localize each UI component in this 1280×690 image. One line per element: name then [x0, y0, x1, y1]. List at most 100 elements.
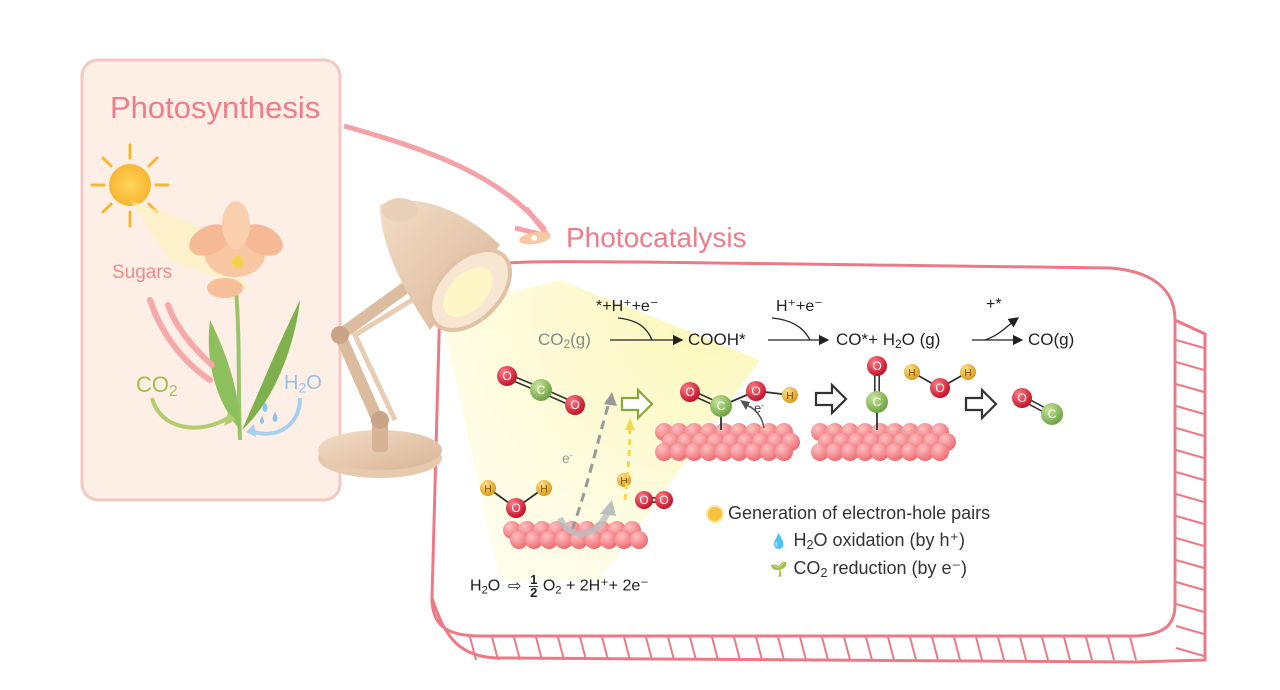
surface-atom [886, 443, 904, 461]
reaction-arrows [610, 317, 1024, 346]
svg-text:H: H [484, 484, 491, 495]
svg-text:O: O [685, 385, 694, 399]
legend: Generation of electron-hole pairs 💧 H2O … [708, 503, 990, 580]
svg-text:C: C [1048, 407, 1057, 421]
atom-h: H [480, 480, 496, 496]
legend-item-generation: Generation of electron-hole pairs [708, 503, 990, 524]
step1-reagents: *+H⁺+e⁻ [596, 298, 659, 315]
atom-h: H [960, 364, 976, 380]
photosynthesis-panel [80, 58, 342, 502]
sun-icon [90, 143, 170, 228]
co2-label: CO2 [136, 372, 178, 400]
surface-atom [555, 531, 573, 549]
atom-h: H [904, 364, 920, 380]
svg-text:O: O [872, 359, 881, 373]
electron-label-left: e- [562, 450, 573, 466]
catalyst-surfaces [503, 423, 956, 549]
surface-atom [685, 443, 703, 461]
atom-o: O [497, 366, 517, 386]
surface-atom [811, 443, 829, 461]
co-gas-label: CO(g) [1028, 330, 1075, 349]
atom-o: O [506, 498, 526, 518]
surface-atom [871, 443, 889, 461]
svg-text:H: H [908, 368, 915, 379]
svg-text:H: H [964, 368, 971, 379]
surface-atom [525, 531, 543, 549]
sun-icon [708, 506, 722, 521]
surface-atom [730, 443, 748, 461]
step3-reagents: +* [986, 296, 1002, 313]
atom-h: H [536, 480, 552, 496]
atom-c: C [710, 395, 732, 417]
svg-text:O: O [935, 381, 944, 395]
water-drop-icon: 💧 [770, 532, 788, 549]
step2-reagents: H⁺+e⁻ [776, 298, 823, 315]
atom-o: O [746, 381, 766, 401]
surface-atom [916, 443, 934, 461]
surface-atom [856, 443, 874, 461]
surface-atom [540, 531, 558, 549]
electron-transfer-arrows [557, 392, 765, 537]
surface-atom [700, 443, 718, 461]
atom-o: O [635, 491, 653, 509]
surface-atom [715, 443, 733, 461]
atom-c: C [866, 391, 888, 413]
surface-atom [901, 443, 919, 461]
surface-atom [745, 443, 763, 461]
svg-text:O: O [659, 493, 668, 507]
flower-icon [189, 201, 300, 441]
surface-atom [931, 443, 949, 461]
electron-label-middle: e- [754, 400, 765, 416]
co-star-label: CO*+ H2O (g) [836, 330, 941, 351]
svg-text:H: H [540, 484, 547, 495]
sugar-arrows [147, 297, 215, 383]
atom-o: O [680, 382, 700, 402]
photosynthesis-title: Photosynthesis [110, 90, 321, 125]
svg-text:O: O [502, 369, 511, 383]
atom-o: O [1012, 388, 1032, 408]
surface-atom [775, 443, 793, 461]
water-drop-icons [260, 402, 278, 424]
atom-o: O [930, 378, 950, 398]
svg-text:C: C [537, 383, 546, 397]
surface-atom [760, 443, 778, 461]
svg-text:O: O [1017, 391, 1026, 405]
sugars-label: Sugars [112, 262, 173, 283]
atom-o: O [565, 395, 585, 415]
svg-text:O: O [751, 384, 760, 398]
atom-o: O [655, 491, 673, 509]
surface-atom [670, 443, 688, 461]
h2o-label: H2O [284, 372, 322, 396]
surface-atom [655, 443, 673, 461]
atom-o: O [867, 356, 887, 376]
photocatalysis-title: Photocatalysis [566, 222, 747, 253]
surface-atom [841, 443, 859, 461]
svg-text:O: O [639, 493, 648, 507]
svg-text:C: C [873, 395, 882, 409]
surface-atom [585, 531, 603, 549]
legend-item-reduction: 🌱 CO2 reduction (by e⁻) [770, 558, 968, 581]
surface-atom [600, 531, 618, 549]
svg-text:O: O [511, 501, 520, 515]
step-arrows [620, 382, 998, 421]
cooh-label: COOH* [688, 330, 746, 349]
svg-text:H: H [786, 391, 793, 402]
svg-text:C: C [717, 399, 726, 413]
surface-atom [826, 443, 844, 461]
co2-gas-label: CO2(g) [538, 330, 591, 351]
surface-atom [510, 531, 528, 549]
legend-item-oxidation: 💧 H2O oxidation (by h⁺) [770, 530, 966, 553]
svg-text:H: H [620, 476, 627, 487]
surface-atom [630, 531, 648, 549]
svg-text:O: O [570, 398, 579, 412]
desk-lamp-icon [318, 198, 551, 478]
atom-c: C [530, 379, 552, 401]
h2o-arrow [249, 397, 302, 436]
sprout-icon: 🌱 [770, 560, 788, 577]
co2-arrow [150, 397, 230, 430]
surface-atom [615, 531, 633, 549]
atom-h: H [782, 387, 798, 403]
